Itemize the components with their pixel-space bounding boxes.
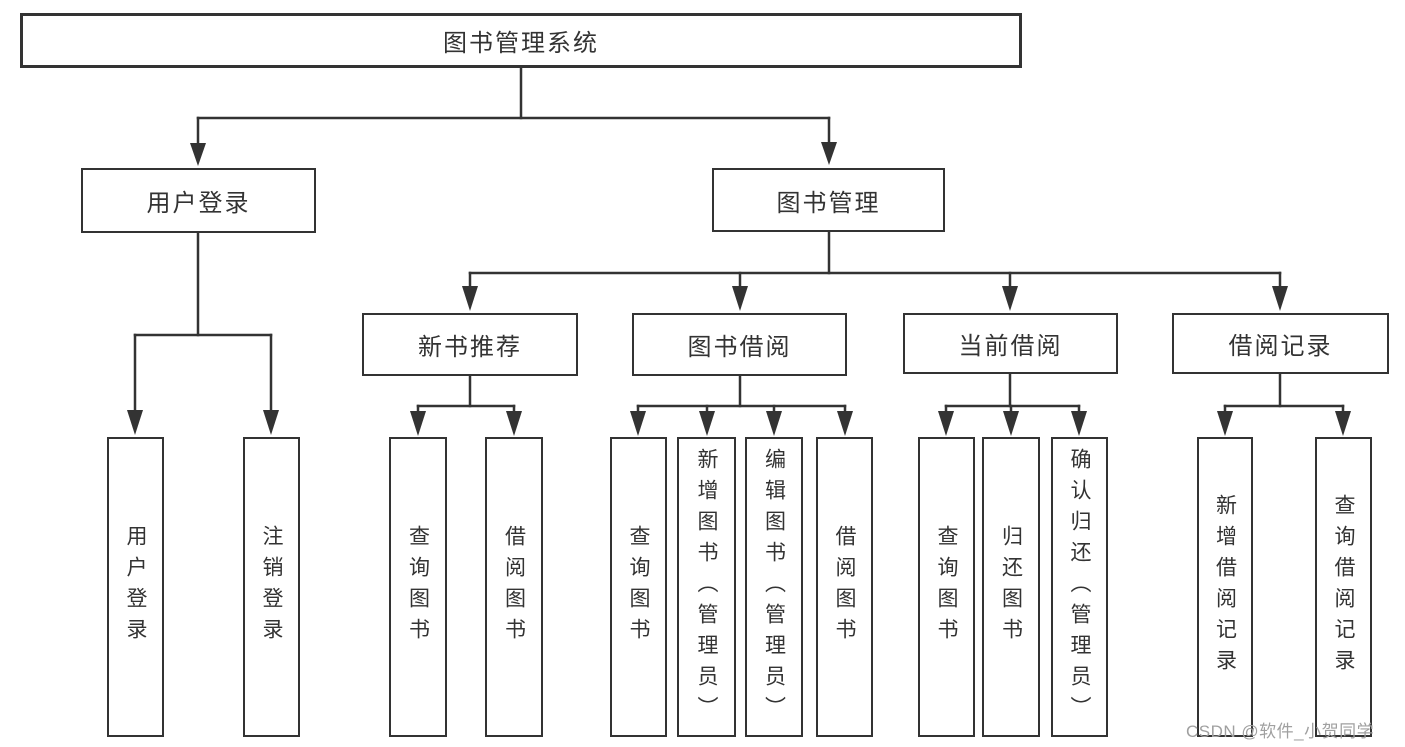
node-user-login: 用户登录: [81, 168, 316, 233]
node-label: 图书管理: [776, 189, 881, 217]
node-label: 查询图书: [935, 525, 958, 649]
node-label: 归还图书: [999, 525, 1023, 649]
node-label: 借阅记录: [1228, 333, 1333, 360]
node-logout-action: 注销登录: [243, 437, 300, 737]
node-label: 查询借阅记录: [1332, 494, 1355, 680]
node-borrow-books-recommend: 借阅图书: [485, 437, 543, 737]
node-label: 新增借阅记录: [1213, 494, 1237, 680]
node-label: 新书推荐: [418, 334, 522, 361]
node-edit-books-admin: 编辑图书（管理员）: [745, 437, 803, 737]
node-label: 注销登录: [260, 525, 283, 649]
node-confirm-return-admin: 确认归还（管理员）: [1051, 437, 1108, 737]
node-label: 借阅图书: [502, 525, 526, 649]
node-label: 图书借阅: [687, 334, 792, 361]
node-label: 新增图书（管理员）: [695, 447, 718, 727]
csdn-watermark: CSDN @软件_小贺同学: [1186, 722, 1375, 741]
node-label: 查询图书: [627, 525, 650, 649]
node-label: 确认归还（管理员）: [1068, 447, 1091, 727]
node-add-borrow-record: 新增借阅记录: [1197, 437, 1253, 737]
node-label: 当前借阅: [958, 333, 1063, 360]
node-add-books-admin: 新增图书（管理员）: [677, 437, 736, 737]
node-query-borrow-record: 查询借阅记录: [1315, 437, 1372, 737]
node-query-books-current: 查询图书: [918, 437, 975, 737]
node-label: 用户登录: [146, 190, 251, 217]
node-label: 用户登录: [124, 525, 147, 649]
node-new-book-recommend: 新书推荐: [362, 313, 578, 376]
node-borrow-books-action: 借阅图书: [816, 437, 873, 737]
node-library-management-system: 图书管理系统: [20, 13, 1022, 68]
node-label: 编辑图书（管理员）: [762, 447, 786, 727]
node-query-books-recommend: 查询图书: [389, 437, 447, 737]
node-book-borrow: 图书借阅: [632, 313, 847, 376]
node-label: 查询图书: [406, 525, 430, 649]
node-user-login-action: 用户登录: [107, 437, 164, 737]
node-query-books-borrow: 查询图书: [610, 437, 667, 737]
node-return-books: 归还图书: [982, 437, 1040, 737]
node-label: 借阅图书: [833, 525, 856, 649]
node-book-management: 图书管理: [712, 168, 945, 232]
node-label: 图书管理系统: [443, 30, 599, 57]
node-borrow-records: 借阅记录: [1172, 313, 1389, 374]
node-current-borrow: 当前借阅: [903, 313, 1118, 374]
